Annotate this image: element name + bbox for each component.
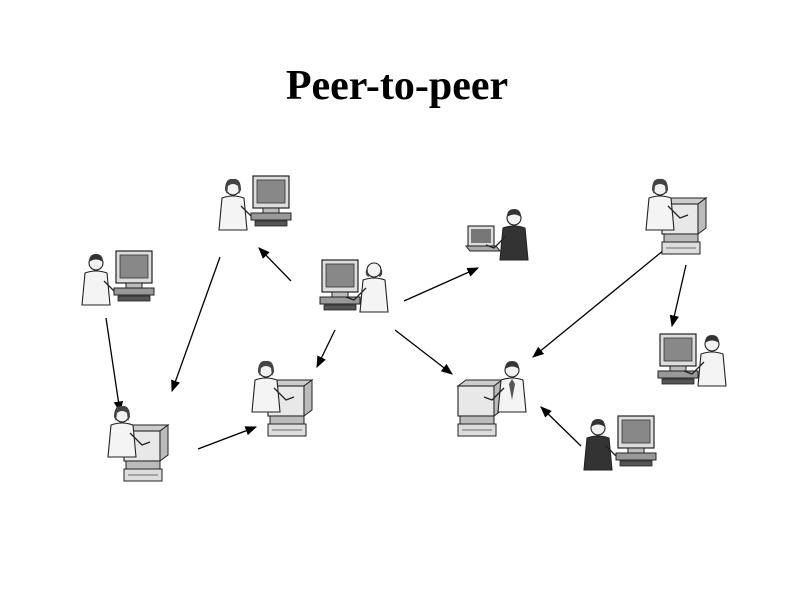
desktop-computer-icon [456,379,504,437]
link-center-peer-to-top-left-peer [258,247,292,282]
person-icon [645,178,689,231]
nodes-layer [81,175,727,482]
link-center-peer-to-center-left-peer [316,329,336,369]
monitor-icon [250,175,292,221]
monitor-icon [319,259,361,305]
link-bottom-right-peer-to-center-bottom-peer [540,406,582,447]
monitor-icon [615,415,657,461]
keyboard-icon [254,220,288,227]
keyboard-icon [117,295,151,302]
top-right-peer [645,178,708,255]
monitor-icon [657,333,699,379]
top-left-peer [218,175,292,231]
keyboard-icon [323,304,357,311]
person-icon [107,405,151,458]
link-top-right-peer-to-center-bottom-peer [532,249,665,358]
person-icon [683,335,727,387]
link-top-right-peer-to-right-peer [669,264,687,328]
laptop-peer [464,209,529,261]
links-layer [105,247,687,450]
link-center-peer-to-center-bottom-peer [394,329,453,375]
link-left-bottom-peer-to-center-left-peer [197,426,258,450]
center-peer [319,259,389,313]
keyboard-icon [619,460,653,467]
diagram-title: Peer-to-peer [285,63,509,109]
link-top-left-peer-to-left-bottom-peer [171,256,221,393]
far-left-peer [81,250,155,306]
monitor-icon [113,250,155,296]
person-icon [485,209,529,261]
right-peer [657,333,727,387]
link-far-left-peer-to-left-bottom-peer [105,317,124,414]
link-center-peer-to-laptop-peer [403,267,480,302]
center-bottom-peer [456,361,527,437]
person-icon [251,360,295,413]
person-icon [483,361,527,413]
left-bottom-peer [107,405,170,482]
bottom-right-peer [583,415,657,471]
center-left-peer [251,360,314,437]
keyboard-icon [661,378,695,385]
person-icon [345,262,389,313]
